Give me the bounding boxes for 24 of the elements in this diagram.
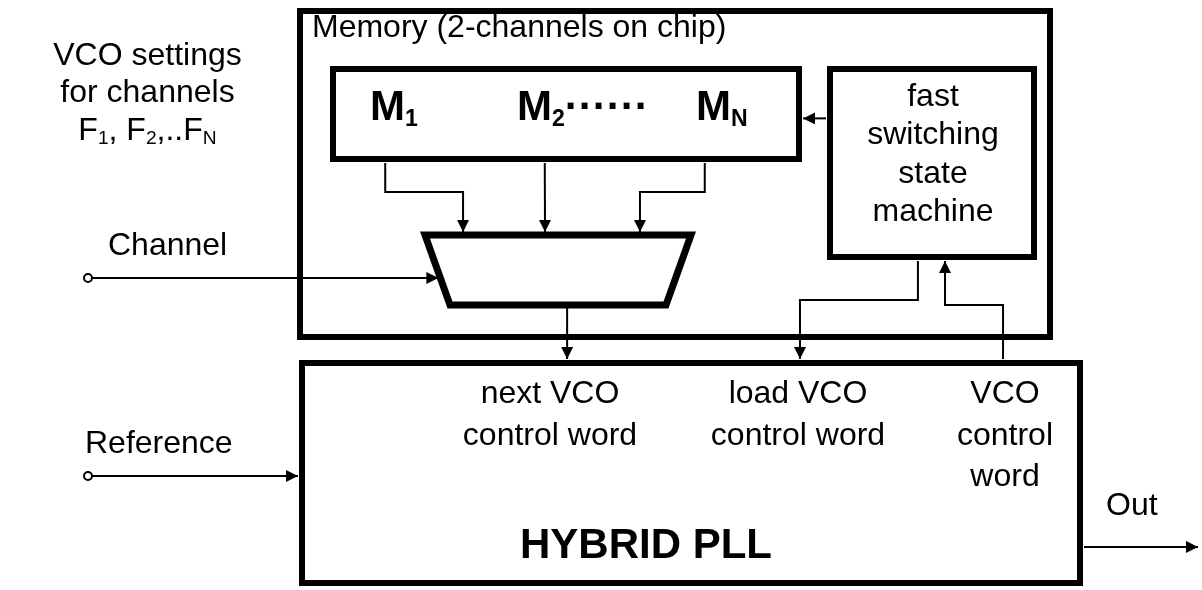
memory-bank-box [330,66,802,162]
port-label: next VCO control word [462,373,638,454]
port-label: VCO control word [955,373,1054,496]
arrow [539,162,551,233]
arrow [794,260,919,360]
block-title: Memory (2-channels on chip) [312,8,727,45]
block-label: fast switching state machine [866,76,1000,230]
state-machine-box [827,66,1037,260]
arrow [83,470,299,482]
memory-cell-label: M$_{1}$ [370,82,418,132]
annotation-text: VCO settings for channels F$_{1}$, F$_{2}$,..F$_{N}$ [52,36,243,150]
arrow [939,260,1005,360]
memory-block [297,8,1053,340]
pll-block [299,360,1083,586]
arrow [561,307,574,360]
arrow [384,162,470,233]
arrow [633,162,706,233]
memory-cell-label: M$_{2}$······ [517,82,649,132]
port-label: load VCO control word [710,373,886,454]
memory-cell-label: M$_{N}$ [696,82,748,132]
arrow [83,272,440,284]
block-title: HYBRID PLL [520,520,772,569]
arrow [1083,540,1199,553]
arrow [802,112,827,125]
